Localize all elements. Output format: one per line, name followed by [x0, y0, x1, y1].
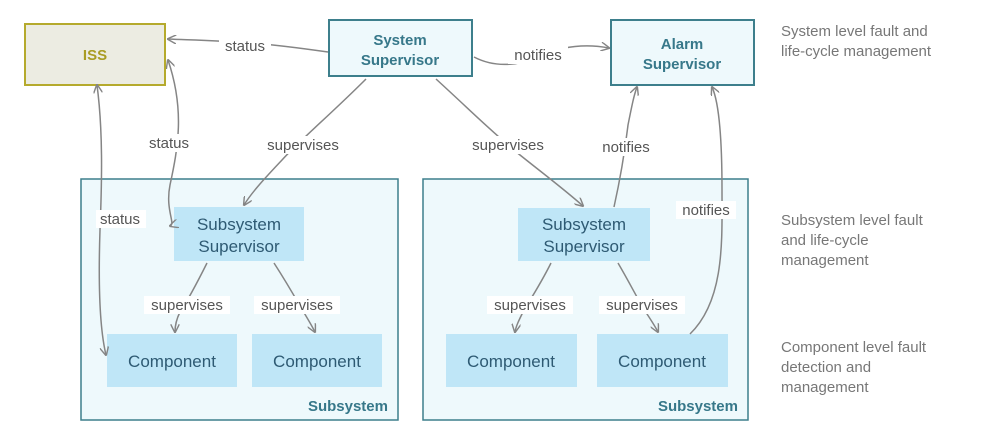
svg-text:supervises: supervises	[151, 297, 223, 314]
edge-status-iss-subsup	[168, 60, 180, 226]
edge-label-notifies-top: notifies	[508, 46, 568, 64]
svg-text:supervises: supervises	[472, 137, 544, 154]
svg-text:management: management	[781, 252, 869, 269]
svg-text:supervises: supervises	[267, 137, 339, 154]
svg-text:detection and: detection and	[781, 359, 871, 376]
system-supervisor-label-line1: System	[373, 32, 426, 49]
edge-label-supervises-left: supervises	[260, 136, 346, 154]
edge-label-supervises-right: supervises	[465, 136, 551, 154]
right-subsystem-supervisor-node[interactable]: Subsystem Supervisor	[518, 208, 650, 261]
svg-text:Subsystem level fault: Subsystem level fault	[781, 212, 924, 229]
svg-text:status: status	[100, 211, 140, 228]
svg-text:notifies: notifies	[514, 47, 562, 64]
left-component-2-label: Component	[273, 352, 361, 371]
alarm-supervisor-label-line2: Supervisor	[643, 56, 722, 73]
edge-label-status-component: status	[96, 210, 146, 228]
left-component-1-node[interactable]: Component	[107, 334, 237, 387]
left-component-2-node[interactable]: Component	[252, 334, 382, 387]
edge-label-notifies-component: notifies	[676, 201, 736, 219]
svg-text:life-cycle management: life-cycle management	[781, 43, 932, 60]
edge-label-supervises-right-c2: supervises	[599, 296, 685, 314]
svg-text:and life-cycle: and life-cycle	[781, 232, 869, 249]
edge-status-iss-component	[97, 85, 106, 355]
system-supervisor-node[interactable]: System Supervisor	[328, 19, 473, 77]
edge-label-supervises-left-c1: supervises	[144, 296, 230, 314]
edge-label-status-subsup: status	[145, 134, 195, 152]
right-component-1-label: Component	[467, 352, 555, 371]
edge-notifies-subsup-alarm	[613, 87, 637, 208]
note-system-level: System level fault and life-cycle manage…	[781, 23, 932, 60]
svg-text:supervises: supervises	[494, 297, 566, 314]
left-component-1-label: Component	[128, 352, 216, 371]
right-component-2-node[interactable]: Component	[597, 334, 728, 387]
svg-text:notifies: notifies	[602, 139, 650, 156]
svg-text:status: status	[149, 135, 189, 152]
svg-text:status: status	[225, 38, 265, 55]
right-component-2-label: Component	[618, 352, 706, 371]
note-subsystem-level: Subsystem level fault and life-cycle man…	[781, 212, 924, 269]
alarm-supervisor-node[interactable]: Alarm Supervisor	[610, 19, 755, 86]
edge-label-status-top: status	[219, 36, 271, 55]
left-subsystem-supervisor-line1: Subsystem	[197, 215, 281, 234]
svg-text:supervises: supervises	[606, 297, 678, 314]
edge-supervises-system-left	[244, 78, 367, 205]
system-supervisor-label-line2: Supervisor	[361, 52, 440, 69]
iss-node[interactable]: ISS	[24, 23, 166, 86]
edge-label-supervises-left-c2: supervises	[254, 296, 340, 314]
left-subsystem-supervisor-line2: Supervisor	[198, 237, 280, 256]
svg-text:supervises: supervises	[261, 297, 333, 314]
edge-supervises-system-right	[435, 78, 583, 206]
right-component-1-node[interactable]: Component	[446, 334, 577, 387]
subsystem-right-title: Subsystem	[658, 398, 738, 415]
svg-text:Component level fault: Component level fault	[781, 339, 927, 356]
iss-label: ISS	[83, 47, 107, 64]
alarm-supervisor-label-line1: Alarm	[661, 36, 704, 53]
note-component-level: Component level fault detection and mana…	[781, 339, 927, 396]
left-subsystem-supervisor-node[interactable]: Subsystem Supervisor	[174, 207, 304, 261]
subsystem-left-title: Subsystem	[308, 398, 388, 415]
right-subsystem-supervisor-line1: Subsystem	[542, 215, 626, 234]
edge-notifies-component-alarm	[689, 87, 723, 335]
svg-text:management: management	[781, 379, 869, 396]
edge-label-notifies-subsup: notifies	[596, 138, 656, 156]
svg-text:System level fault and: System level fault and	[781, 23, 928, 40]
svg-text:notifies: notifies	[682, 202, 730, 219]
edge-label-supervises-right-c1: supervises	[487, 296, 573, 314]
right-subsystem-supervisor-line2: Supervisor	[543, 237, 625, 256]
